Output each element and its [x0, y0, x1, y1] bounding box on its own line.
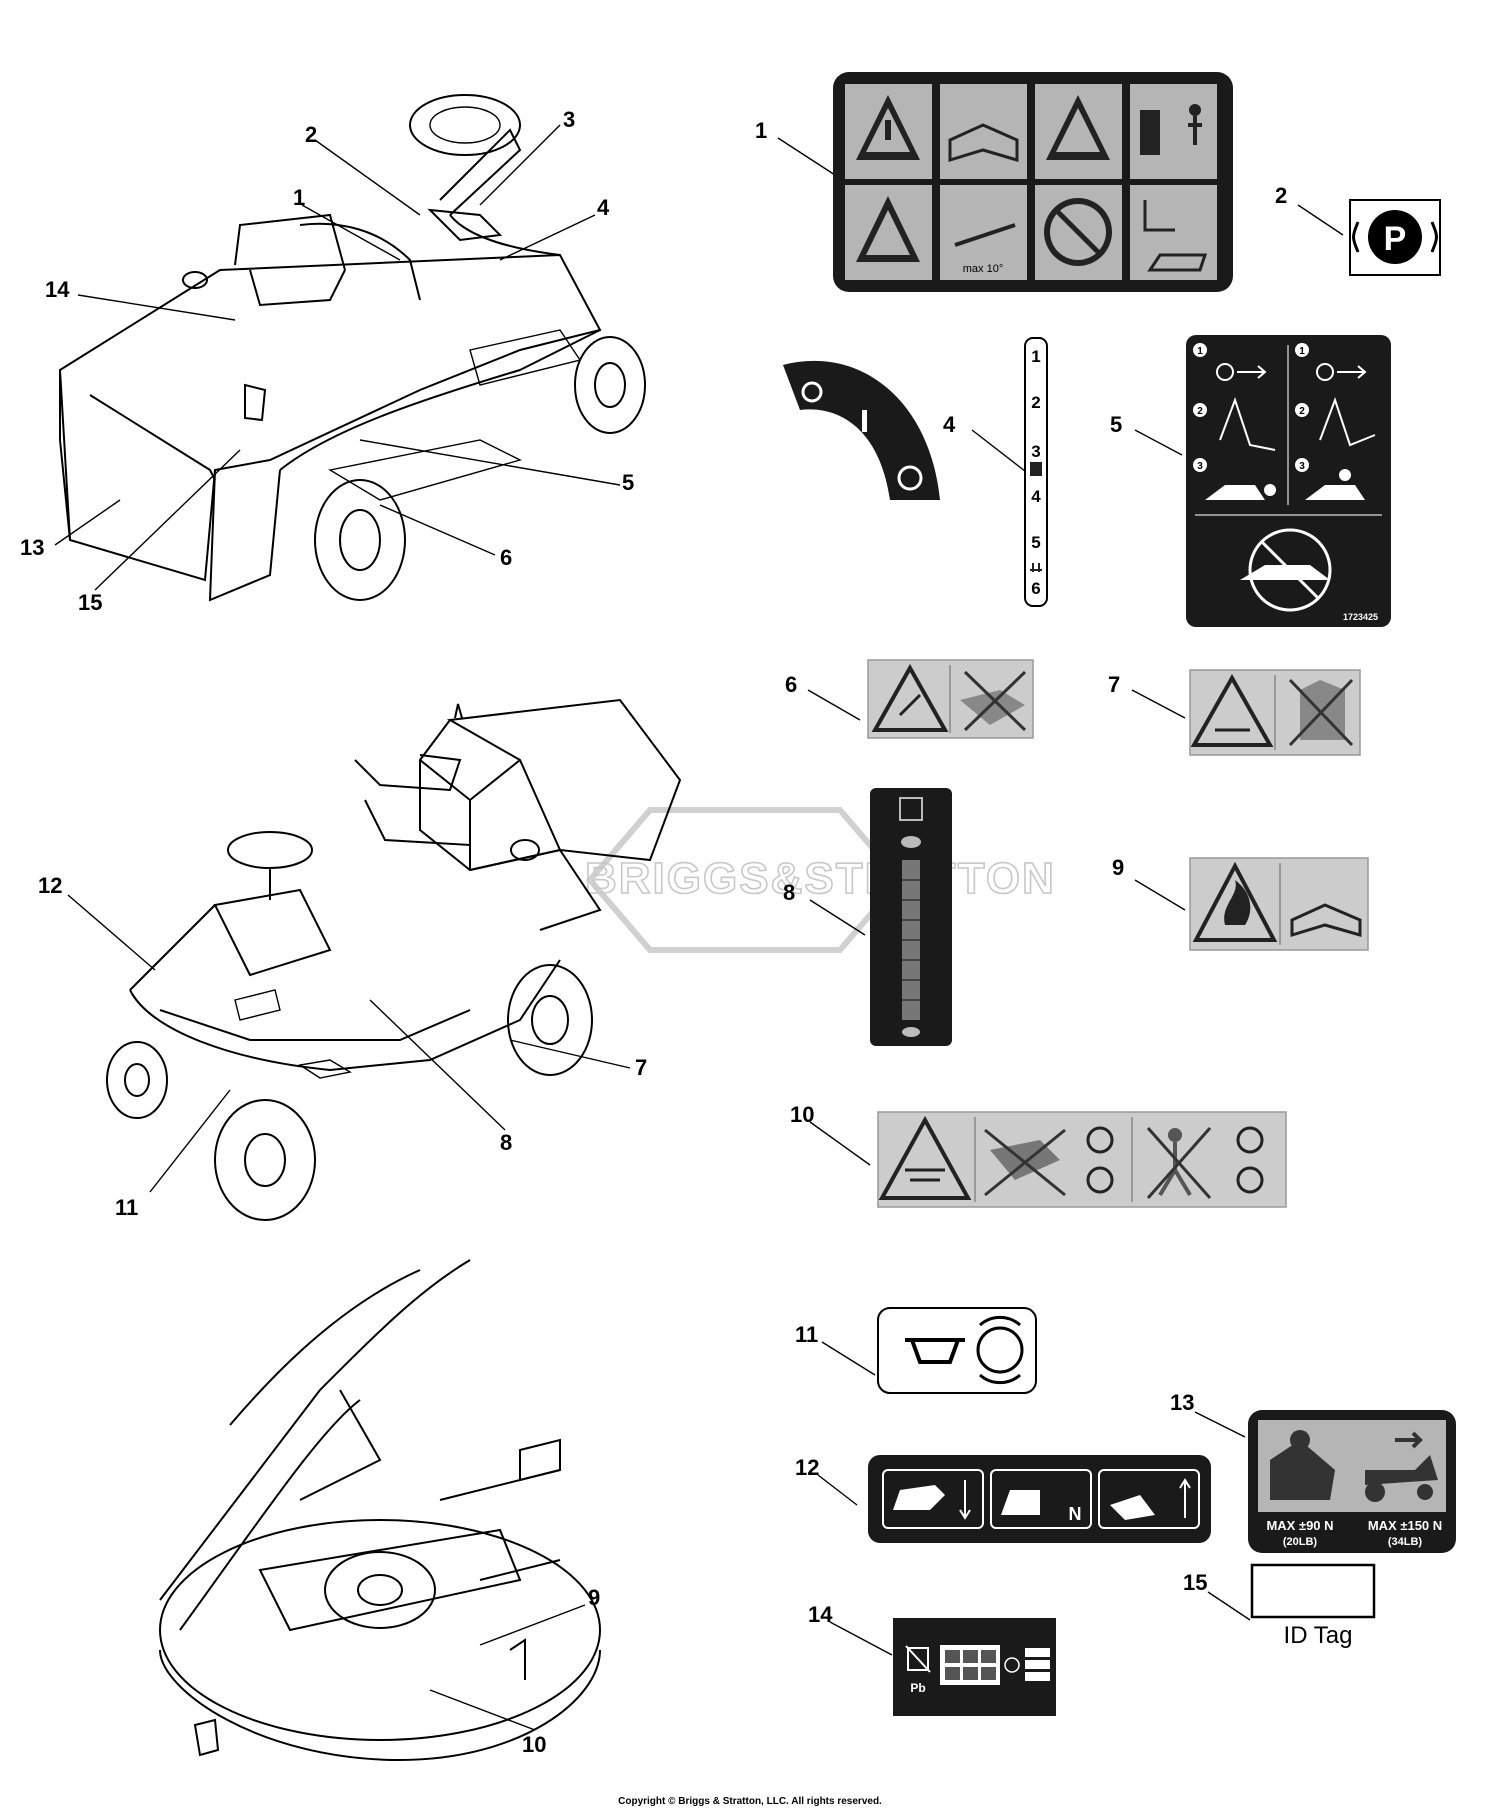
watermark: BRIGGS&STRATTON: [584, 807, 1056, 953]
deck-illustration: [159, 1259, 601, 1762]
svg-text:12: 12: [795, 1455, 819, 1480]
svg-text:15: 15: [1183, 1570, 1207, 1595]
label-9-fire-warning-decal: 9: [1112, 855, 1369, 951]
mower-rear-illustration: [58, 94, 646, 602]
svg-text:BRIGGS&STRATTON: BRIGGS&STRATTON: [585, 854, 1056, 903]
label-4-mark-4: 4: [1031, 487, 1041, 506]
callout-11: 11: [115, 1195, 138, 1220]
label-5-start-procedure-decal: 5 1 1 2 2 3 3 1723425: [1110, 335, 1391, 627]
label-4-mark-5: 5: [1031, 533, 1040, 552]
mower-front-callouts: 12 7 8 11: [38, 873, 647, 1220]
svg-text:1: 1: [755, 118, 767, 143]
svg-text:5: 5: [1110, 412, 1122, 437]
callout-13: 13: [20, 535, 44, 560]
svg-text:2: 2: [1275, 183, 1287, 208]
callout-15: 15: [78, 590, 102, 615]
svg-text:8: 8: [783, 880, 795, 905]
label-12-pedal-decal: 12 N: [795, 1455, 1211, 1543]
svg-text:1: 1: [1197, 346, 1203, 357]
label-14-pb: Pb: [910, 1681, 925, 1695]
callout-5: 5: [622, 470, 634, 495]
label-11-decal: 11: [795, 1307, 1037, 1394]
label-3-ignition-decal: [783, 360, 940, 500]
callout-7: 7: [635, 1055, 647, 1080]
callout-2: 2: [305, 122, 317, 147]
deck-callouts: 9 10: [429, 1585, 600, 1757]
callout-3: 3: [563, 107, 575, 132]
label-13-left-lb: (20LB): [1283, 1536, 1318, 1548]
label-8-throttle-decal: 8: [783, 788, 952, 1046]
svg-text:4: 4: [943, 412, 956, 437]
mower-front-illustration: [106, 698, 682, 1221]
callout-10: 10: [522, 1732, 546, 1757]
label-6-warning-decal: 6: [785, 659, 1034, 739]
label-1-slope-text: max 10°: [963, 263, 1003, 275]
label-4-mark-1: 1: [1031, 347, 1040, 366]
svg-text:13: 13: [1170, 1390, 1194, 1415]
callout-4: 4: [597, 195, 610, 220]
id-tag-text: ID Tag: [1283, 1622, 1353, 1649]
callout-8: 8: [500, 1130, 512, 1155]
label-4-mark-2: 2: [1031, 393, 1040, 412]
mower-rear-callouts: 2 3 1 4 14 5 6 13 15: [20, 107, 634, 615]
svg-text:6: 6: [785, 672, 797, 697]
label-4-mark-3: 3: [1031, 442, 1040, 461]
label-15-id-tag: 15: [1183, 1563, 1376, 1621]
label-4-mark-6: 6: [1031, 579, 1040, 598]
svg-text:9: 9: [1112, 855, 1124, 880]
svg-text:N: N: [1069, 1504, 1082, 1524]
svg-text:11: 11: [795, 1322, 818, 1347]
svg-text:2: 2: [1299, 406, 1305, 417]
callout-12: 12: [38, 873, 62, 898]
svg-text:P: P: [1384, 220, 1407, 258]
label-7-warning-decal: 7: [1108, 669, 1361, 756]
callout-14: 14: [45, 277, 70, 302]
svg-text:14: 14: [808, 1602, 833, 1627]
copyright-footer: Copyright © Briggs & Stratton, LLC. All …: [618, 1796, 882, 1807]
svg-text:10: 10: [790, 1102, 814, 1127]
svg-text:3: 3: [1197, 461, 1203, 472]
label-13-right-max: MAX ±150 N: [1368, 1518, 1442, 1533]
svg-text:1: 1: [1299, 346, 1305, 357]
label-2-parking-decal: 2 P: [1275, 183, 1441, 276]
label-13-right-lb: (34LB): [1388, 1536, 1423, 1548]
label-10-warning-decal: 10: [790, 1102, 1287, 1208]
svg-text:2: 2: [1197, 406, 1203, 417]
callout-6: 6: [500, 545, 512, 570]
label-14-info-decal: 14 Pb: [808, 1602, 1056, 1716]
svg-text:3: 3: [1299, 461, 1305, 472]
label-13-left-max: MAX ±90 N: [1266, 1518, 1333, 1533]
label-4-height-strip: 4 1 2 3 4 5 6: [943, 337, 1048, 607]
callout-9: 9: [588, 1585, 600, 1610]
callout-1: 1: [293, 185, 305, 210]
label-5-part-number: 1723425: [1343, 612, 1378, 622]
label-1-safety-decal: 1 max 10°: [755, 72, 1233, 292]
svg-text:7: 7: [1108, 672, 1120, 697]
label-13-towing-decal: 13 MAX ±90 N (20LB) MAX ±150 N (34LB): [1170, 1390, 1456, 1553]
